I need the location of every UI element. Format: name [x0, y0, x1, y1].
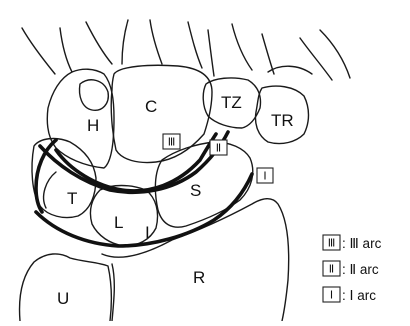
- triquetrum-inner: [44, 172, 56, 208]
- legend-arc1-text: : Ⅰ arc: [342, 288, 376, 303]
- metacarpal-3: [150, 20, 214, 76]
- label-radius: R: [193, 268, 205, 287]
- metacarpal-5: [22, 28, 72, 74]
- lunate-mark: I: [145, 223, 150, 242]
- label-ulna: U: [57, 289, 69, 308]
- legend-item-arc3: Ⅲ : Ⅲ arc: [323, 235, 382, 251]
- arc2-tag: Ⅱ: [216, 143, 221, 155]
- ulna-outline: [20, 254, 112, 321]
- legend-arc3-symbol: Ⅲ: [328, 238, 336, 250]
- metacarpal-2: [232, 24, 274, 74]
- arc-1-line: [36, 174, 252, 246]
- label-scaphoid: S: [190, 181, 201, 200]
- triquetrum-arc-line: [36, 140, 56, 212]
- legend-item-arc1: Ⅰ : Ⅰ arc: [323, 287, 376, 303]
- legend-arc2-symbol: Ⅱ: [329, 264, 334, 276]
- arc3-tag: Ⅲ: [168, 137, 176, 149]
- hamate-hook: [80, 80, 109, 110]
- legend-arc1-symbol: Ⅰ: [330, 290, 333, 302]
- label-capitate: C: [145, 97, 157, 116]
- legend-arc2-text: : Ⅱ arc: [342, 262, 379, 277]
- capitate-outline: [111, 65, 212, 162]
- metacarpal-4: [86, 20, 128, 64]
- legend-item-arc2: Ⅱ : Ⅱ arc: [323, 261, 379, 277]
- metacarpals: [22, 20, 350, 80]
- label-lunate: L: [114, 213, 123, 232]
- legend: Ⅲ : Ⅲ arc Ⅱ : Ⅱ arc Ⅰ : Ⅰ arc: [323, 235, 382, 303]
- label-triquetrum: T: [67, 189, 77, 208]
- arc1-tag: Ⅰ: [263, 171, 266, 183]
- label-hamate: H: [87, 116, 99, 135]
- legend-arc3-text: : Ⅲ arc: [342, 236, 382, 251]
- metacarpal-1-tip: [268, 66, 312, 74]
- metacarpal-1: [300, 30, 350, 80]
- label-trapezoid: TZ: [221, 93, 242, 112]
- radius-outline: [102, 199, 289, 321]
- label-trapezium: TR: [271, 111, 294, 130]
- carpal-bones: [32, 65, 309, 246]
